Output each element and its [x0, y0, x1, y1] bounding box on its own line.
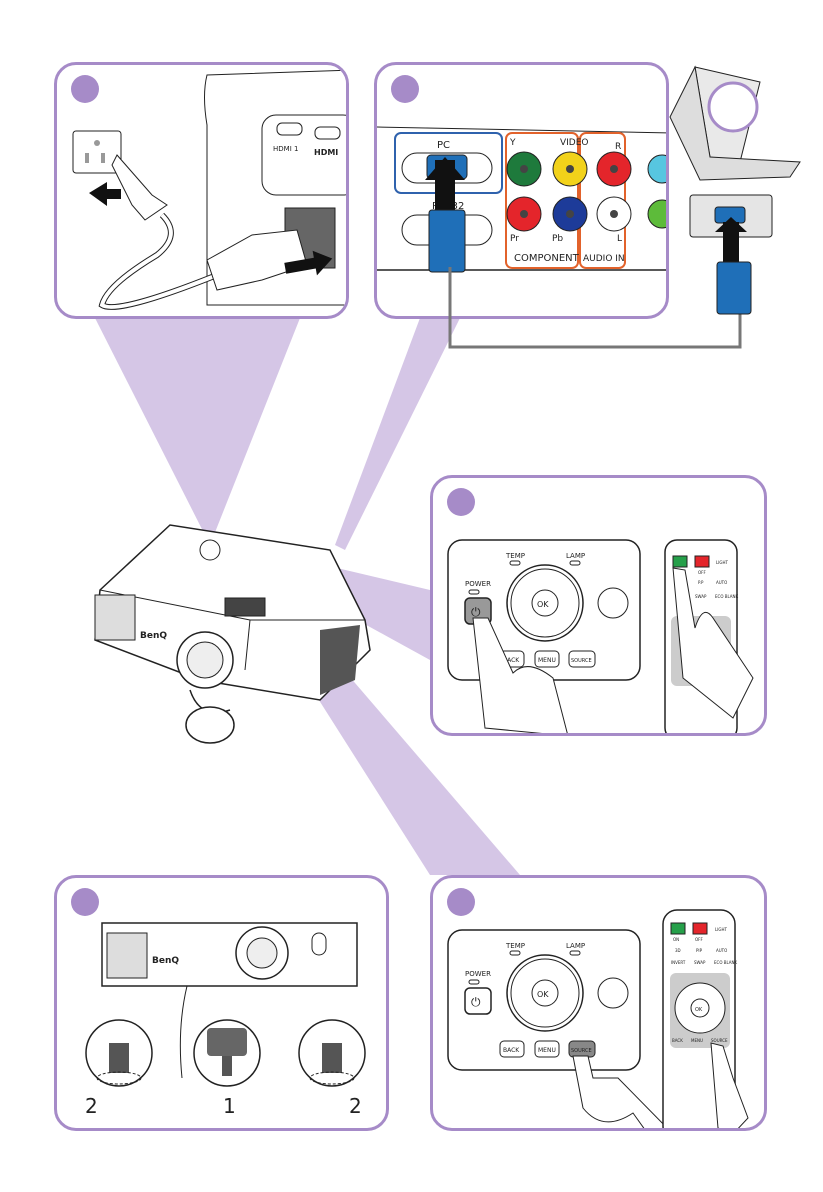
svg-text:⏻: ⏻ — [471, 995, 481, 1009]
remote-ok-label: OK — [695, 1007, 703, 1013]
control-panel-illustration: TEMP LAMP POWER ⏻ OK BACK MENU SOURCE OF… — [433, 478, 767, 736]
laptop-connection-illustration — [440, 62, 820, 362]
menu-button[interactable]: MENU — [535, 1041, 559, 1057]
source-button[interactable]: SOURCE — [569, 651, 595, 667]
left-foot-zoom[interactable] — [86, 1020, 152, 1086]
remote-pip-button[interactable]: PIP — [696, 948, 703, 953]
remote-off-button[interactable] — [693, 923, 707, 934]
remote-back-button[interactable]: BACK — [672, 1038, 683, 1043]
foot-label-right: 2 — [349, 1094, 362, 1118]
lamp-indicator-label: LAMP — [566, 552, 585, 560]
svg-text:BACK: BACK — [503, 1047, 520, 1054]
projector-illustration: BenQ — [80, 510, 390, 760]
foot-label-center: 1 — [223, 1094, 236, 1118]
step-3-power-on: TEMP LAMP POWER ⏻ OK BACK MENU SOURCE OF… — [430, 475, 767, 736]
remote-on-label: ON — [673, 937, 679, 942]
remote-invert-button[interactable]: INVERT — [671, 960, 686, 965]
remote-swap-button[interactable]: SWAP — [695, 594, 707, 599]
ok-button[interactable]: OK — [532, 980, 558, 1006]
lamp-indicator-label: LAMP — [566, 942, 585, 950]
hdmi2-label: HDMI — [314, 148, 338, 157]
remote-light-button[interactable]: LIGHT — [716, 560, 729, 565]
power-indicator-label: POWER — [465, 580, 491, 588]
svg-text:SOURCE: SOURCE — [571, 1048, 592, 1054]
adjust-feet-illustration: BenQ 2 1 2 — [57, 878, 389, 1131]
projector-brand-logo: BenQ — [140, 631, 167, 641]
back-button[interactable]: BACK — [500, 1041, 524, 1057]
remote-light-button[interactable]: LIGHT — [715, 927, 728, 932]
svg-text:SOURCE: SOURCE — [571, 658, 592, 664]
hdmi1-label: HDMI 1 — [273, 145, 298, 153]
source-button[interactable]: SOURCE — [569, 1041, 595, 1057]
center-foot-zoom[interactable] — [194, 1020, 260, 1086]
step-4-adjust-feet: BenQ 2 1 2 — [54, 875, 389, 1131]
remote-3d-button[interactable]: 3D — [675, 948, 681, 953]
control-panel-illustration: TEMP LAMP POWER ⏻ OK BACK MENU SOURCE ON… — [433, 878, 767, 1131]
remote-auto-button[interactable]: AUTO — [716, 948, 727, 953]
svg-text:OK: OK — [537, 990, 549, 999]
remote-on-button[interactable] — [673, 556, 687, 567]
remote-menu-button[interactable]: MENU — [691, 1038, 703, 1043]
temp-indicator-label: TEMP — [505, 942, 525, 950]
power-button[interactable]: ⏻ — [465, 988, 491, 1014]
remote-swap-button[interactable]: SWAP — [694, 960, 706, 965]
remote-off-label: OFF — [698, 570, 706, 575]
svg-text:MENU: MENU — [538, 657, 556, 664]
temp-indicator-label: TEMP — [505, 552, 525, 560]
remote-eco-blank-button[interactable]: ECO BLANK — [715, 594, 739, 599]
right-foot-zoom[interactable] — [299, 1020, 365, 1086]
step-1-power-connection: HDMI 1 HDMI — [54, 62, 349, 319]
power-cable-illustration: HDMI 1 HDMI — [57, 65, 349, 319]
remote-source-button[interactable]: SOURCE — [711, 1038, 728, 1043]
ok-button[interactable]: OK — [532, 590, 558, 616]
step-5-select-source: TEMP LAMP POWER ⏻ OK BACK MENU SOURCE ON… — [430, 875, 767, 1131]
remote-auto-button[interactable]: AUTO — [716, 580, 727, 585]
remote-eco-blank-button[interactable]: ECO BLANK — [714, 960, 738, 965]
svg-text:OK: OK — [537, 600, 549, 609]
remote-off-button[interactable] — [695, 556, 709, 567]
remote-off-label: OFF — [695, 937, 703, 942]
svg-text:⏻: ⏻ — [471, 605, 481, 619]
power-indicator-label: POWER — [465, 970, 491, 978]
menu-button[interactable]: MENU — [535, 651, 559, 667]
remote-on-button[interactable] — [671, 923, 685, 934]
arrow-left-icon — [89, 182, 121, 206]
remote-pp-button[interactable]: P.P — [698, 580, 704, 585]
svg-text:MENU: MENU — [538, 1047, 556, 1054]
projector-brand-logo: BenQ — [152, 956, 179, 966]
foot-label-left: 2 — [85, 1094, 98, 1118]
lens-cap — [186, 707, 234, 743]
